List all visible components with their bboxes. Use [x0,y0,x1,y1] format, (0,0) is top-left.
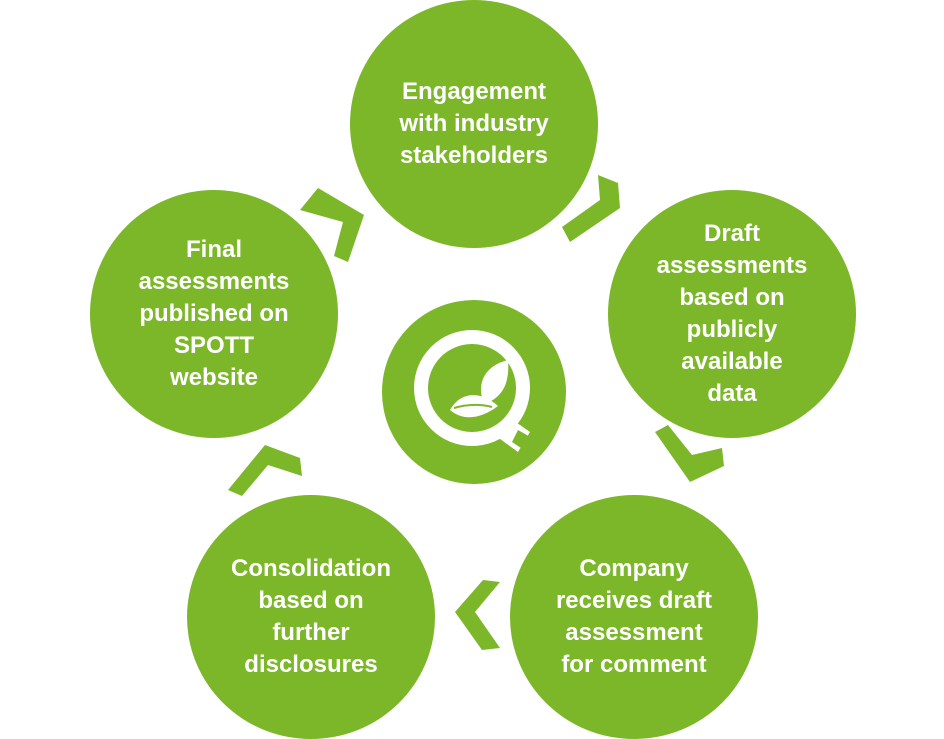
step-label: Final assessments published on SPOTT web… [138,236,290,391]
chevron-icon [300,188,364,262]
step-company-receives-draft: Company receives draft assessment for co… [510,495,758,739]
chevron-icon [228,445,302,496]
step-draft-assessments: Draft assessments based on publicly avai… [608,190,856,438]
step-label: Engagement with industry stakeholders [399,78,549,169]
chevron-icon [562,175,620,242]
chevron-icon [655,425,724,482]
chevron-icon [455,580,500,650]
step-final-assessments: Final assessments published on SPOTT web… [90,190,338,438]
step-label: Consolidation based on further disclosur… [231,555,391,678]
magnifier-leaf-icon [382,300,566,484]
step-engagement: Engagement with industry stakeholders [350,0,598,248]
step-label: Draft assessments based on publicly avai… [656,220,808,407]
step-label: Company receives draft assessment for co… [555,555,713,678]
step-consolidation: Consolidation based on further disclosur… [187,495,435,739]
